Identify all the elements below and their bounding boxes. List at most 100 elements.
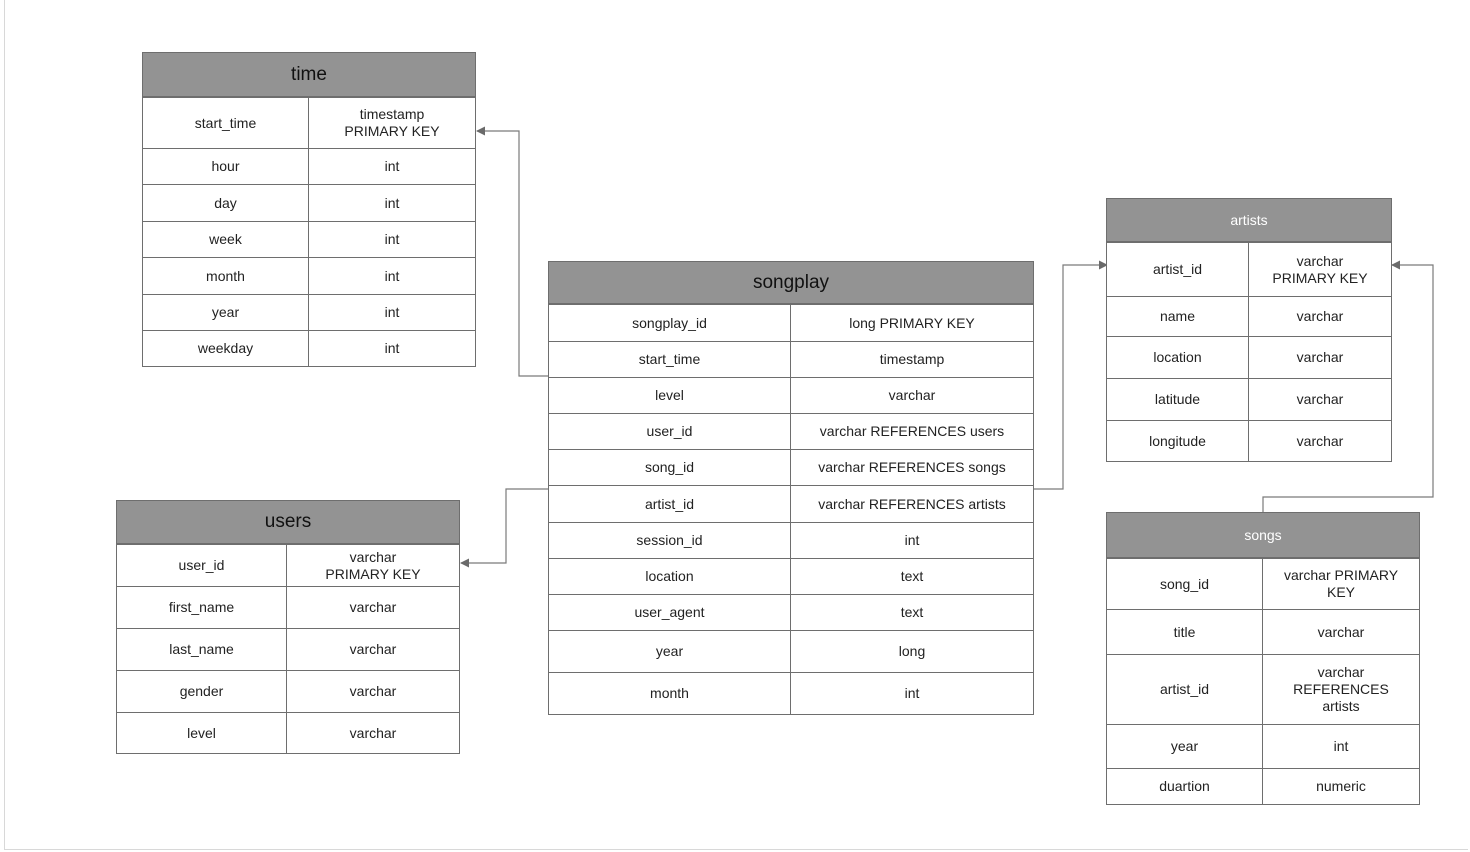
column-type: varchar PRIMARY KEY — [325, 548, 421, 582]
songplay-table-title: songplay — [752, 271, 830, 293]
column-name: duartion — [1107, 769, 1263, 804]
time-row-day: day int — [143, 184, 475, 221]
artists-table: artists artist_id varchar PRIMARY KEY name… — [1106, 198, 1392, 462]
column-type: int — [384, 158, 400, 174]
time-table-header: time — [143, 53, 475, 97]
connector-songplay-user-id-to-users — [460, 488, 549, 568]
songplay-row-level: level varchar — [549, 377, 1033, 413]
column-name: year — [1107, 725, 1263, 768]
column-type: int — [384, 340, 400, 356]
songs-row-title: title varchar — [1107, 609, 1419, 654]
column-name: level — [117, 713, 287, 753]
column-name: artist_id — [1107, 243, 1249, 296]
time-row-week: week int — [143, 221, 475, 257]
column-name: user_id — [117, 545, 287, 586]
column-type: int — [384, 231, 400, 247]
column-type: text — [900, 568, 924, 584]
column-name: latitude — [1107, 379, 1249, 420]
column-name: location — [549, 559, 791, 594]
column-name: hour — [143, 149, 309, 184]
column-name: gender — [117, 671, 287, 712]
column-type: int — [904, 685, 920, 701]
column-name: location — [1107, 337, 1249, 378]
column-name: start_time — [549, 342, 791, 377]
column-type: varchar REFERENCES users — [819, 423, 1005, 439]
column-type: long — [898, 643, 926, 659]
column-type: varchar — [1296, 391, 1344, 407]
time-row-weekday: weekday int — [143, 330, 475, 366]
songplay-row-artist-id: artist_id varchar REFERENCES artists — [549, 485, 1033, 522]
songplay-table-header: songplay — [549, 262, 1033, 304]
column-type: int — [384, 304, 400, 320]
artists-row-location: location varchar — [1107, 336, 1391, 378]
column-type: varchar PRIMARY KEY — [1283, 567, 1399, 600]
songs-row-duartion: duartion numeric — [1107, 768, 1419, 804]
column-type: timestamp PRIMARY KEY — [344, 106, 440, 139]
users-row-user-id: user_id varchar PRIMARY KEY — [117, 544, 459, 586]
column-type: varchar — [349, 641, 397, 657]
column-name: week — [143, 222, 309, 257]
column-name: weekday — [143, 331, 309, 366]
column-type: numeric — [1316, 778, 1366, 794]
column-name: artist_id — [549, 486, 791, 522]
column-name: day — [143, 185, 309, 221]
users-table-title: users — [264, 511, 312, 532]
artists-row-latitude: latitude varchar — [1107, 378, 1391, 420]
users-table: users user_id varchar PRIMARY KEY first_na… — [116, 500, 460, 754]
column-name: title — [1107, 610, 1263, 654]
artists-table-title: artists — [1230, 212, 1268, 228]
column-type: varchar — [1296, 308, 1344, 324]
time-row-start-time: start_time timestamp PRIMARY KEY — [143, 97, 475, 148]
column-name: song_id — [1107, 559, 1263, 609]
column-type: varchar — [1317, 623, 1365, 640]
column-name: song_id — [549, 450, 791, 485]
column-name: songplay_id — [549, 305, 791, 341]
artists-row-artist-id: artist_id varchar PRIMARY KEY — [1107, 242, 1391, 296]
column-name: last_name — [117, 629, 287, 670]
column-type: int — [384, 194, 400, 211]
songplay-row-song-id: song_id varchar REFERENCES songs — [549, 449, 1033, 485]
songs-row-year: year int — [1107, 724, 1419, 768]
column-type: text — [900, 604, 924, 620]
column-name: level — [549, 378, 791, 413]
column-type: varchar REFERENCES artists — [1293, 664, 1389, 714]
users-row-last-name: last_name varchar — [117, 628, 459, 670]
time-table-title: time — [291, 63, 327, 85]
column-type: varchar — [888, 387, 936, 403]
column-type: varchar — [349, 683, 397, 699]
time-table: time start_time timestamp PRIMARY KEY hour… — [142, 52, 476, 367]
column-type: varchar — [1296, 349, 1344, 365]
column-type: varchar REFERENCES songs — [818, 459, 1006, 475]
diagram-canvas — [4, 0, 1468, 850]
column-name: month — [143, 258, 309, 294]
column-type: int — [384, 267, 400, 284]
songs-table: songs song_id varchar PRIMARY KEY title var… — [1106, 512, 1420, 805]
column-type: timestamp — [879, 351, 945, 367]
column-name: session_id — [549, 523, 791, 558]
column-name: month — [549, 673, 791, 714]
users-table-header: users — [117, 501, 459, 544]
songs-table-title: songs — [1244, 527, 1282, 543]
column-type: varchar — [349, 599, 397, 615]
column-type: int — [1333, 738, 1349, 754]
column-type: varchar REFERENCES artists — [818, 495, 1006, 512]
column-name: start_time — [143, 98, 309, 148]
artists-table-header: artists — [1107, 199, 1391, 242]
time-row-month: month int — [143, 257, 475, 294]
connector-songs-artist-id-to-artists — [1262, 260, 1434, 514]
column-name: user_id — [549, 414, 791, 449]
users-row-gender: gender varchar — [117, 670, 459, 712]
column-type: int — [904, 532, 920, 548]
column-name: first_name — [117, 587, 287, 628]
column-type: varchar PRIMARY KEY — [1272, 252, 1368, 286]
songplay-row-location: location text — [549, 558, 1033, 594]
songs-row-song-id: song_id varchar PRIMARY KEY — [1107, 558, 1419, 609]
